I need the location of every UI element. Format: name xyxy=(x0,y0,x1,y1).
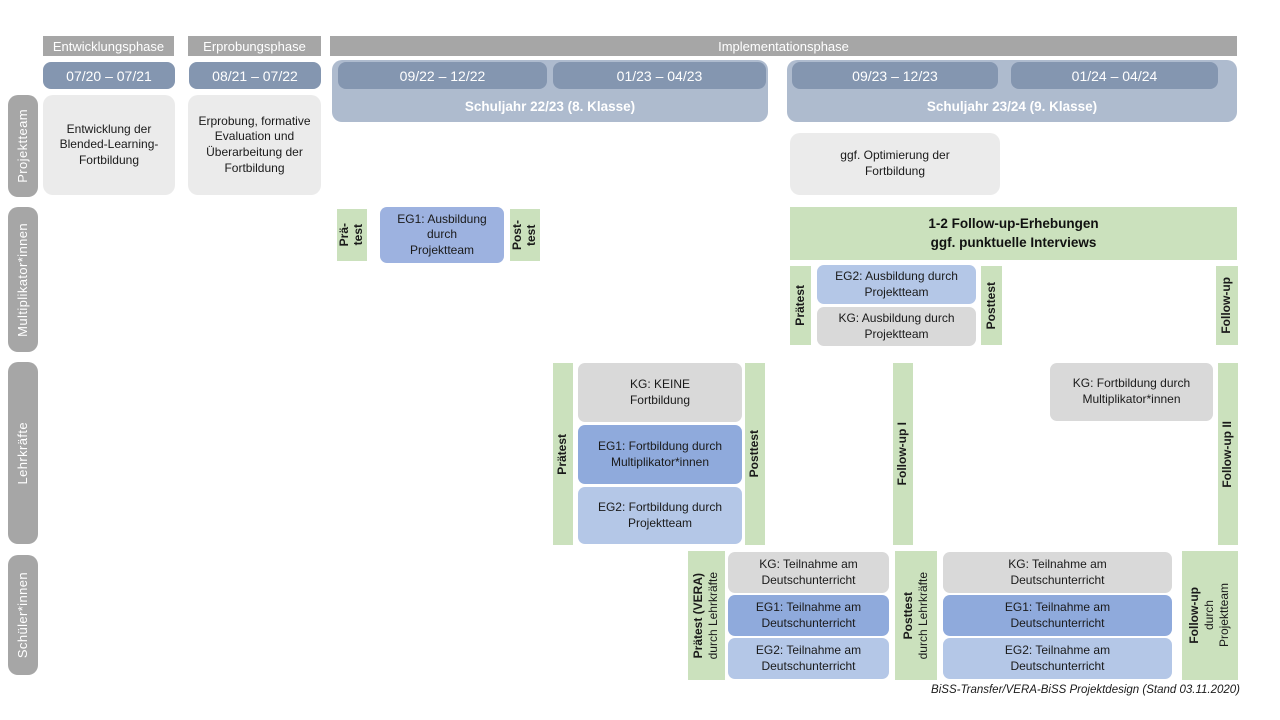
box-kg-teilnahme-sj1: KG: Teilnahme am Deutschunterricht xyxy=(728,552,889,593)
posttest-schueler-sub: durch Lehrkräfte xyxy=(915,571,930,660)
date-bar-0821-0722: 08/21 – 07/22 xyxy=(189,62,321,89)
followup-bar-multiplikatoren: Follow-up xyxy=(1216,266,1238,345)
praetest-vera-sub: durch Lehrkräfte xyxy=(706,571,720,660)
posttest-bar-multiplikatoren-sj1-text: Post- test xyxy=(510,220,538,250)
box-kg-teilnahme-sj2: KG: Teilnahme am Deutschunterricht xyxy=(943,552,1172,593)
phase-header-implementation: Implementationsphase xyxy=(330,36,1237,56)
row-label-schueler-text: Schüler*innen xyxy=(14,571,30,659)
praetest-vera-bar-schueler: Prätest (VERA) durch Lehrkräfte xyxy=(688,551,725,680)
box-kg-fortbildung-multiplikatoren: KG: Fortbildung durch Multiplikator*inne… xyxy=(1050,363,1213,421)
followup2-bar-lehrkraefte: Follow-up II xyxy=(1218,363,1238,545)
date-bar-0123-0423: 01/23 – 04/23 xyxy=(553,62,766,89)
row-label-multiplikatoren-text: Multiplikator*innen xyxy=(14,222,30,337)
posttest-bar-multiplikatoren-sj2-text: Posttest xyxy=(983,281,998,330)
box-eg2-teilnahme-sj1: EG2: Teilnahme am Deutschunterricht xyxy=(728,638,889,679)
posttest-schueler-title: Posttest xyxy=(900,591,915,640)
row-label-lehrkraefte-text: Lehrkräfte xyxy=(14,421,30,485)
followup-bar-multiplikatoren-text: Follow-up xyxy=(1219,277,1234,334)
footer-caption: BiSS-Transfer/VERA-BiSS Projektdesign (S… xyxy=(931,684,1240,696)
box-optimierung-fortbildung: ggf. Optimierung der Fortbildung xyxy=(790,133,1000,195)
date-bar-0923-1223: 09/23 – 12/23 xyxy=(792,62,998,89)
followup-schueler-title: Follow-up xyxy=(1187,587,1202,644)
posttest-bar-schueler: Posttest durch Lehrkräfte xyxy=(895,551,937,680)
followup-schueler-sub1: durch xyxy=(1202,600,1217,631)
box-eg2-fortbildung-projektteam: EG2: Fortbildung durch Projektteam xyxy=(578,487,742,544)
box-eg2-ausbildung-projektteam: EG2: Ausbildung durch Projektteam xyxy=(817,265,976,304)
followup-bar-schueler: Follow-up durch Projektteam xyxy=(1182,551,1238,680)
box-eg1-ausbildung-projektteam: EG1: Ausbildung durch Projektteam xyxy=(380,207,504,263)
row-label-schueler: Schüler*innen xyxy=(8,555,38,675)
schuljahr-label-22-23: Schuljahr 22/23 (8. Klasse) xyxy=(464,98,636,114)
phase-header-erprobung: Erprobungsphase xyxy=(188,36,321,56)
box-eg2-teilnahme-sj2: EG2: Teilnahme am Deutschunterricht xyxy=(943,638,1172,679)
followup1-bar-lehrkraefte: Follow-up I xyxy=(893,363,913,545)
praetest-vera-title: Prätest (VERA) xyxy=(691,572,706,659)
praetest-bar-multiplikatoren-sj1-text: Prä- test xyxy=(337,223,365,247)
row-label-multiplikatoren: Multiplikator*innen xyxy=(8,207,38,352)
posttest-bar-lehrkraefte-text: Posttest xyxy=(747,430,762,478)
followup-schueler-sub2: Projektteam xyxy=(1216,583,1231,648)
date-bar-0922-1222: 09/22 – 12/22 xyxy=(338,62,547,89)
followup1-bar-lehrkraefte-text: Follow-up I xyxy=(895,422,910,486)
date-bar-0720-0721: 07/20 – 07/21 xyxy=(43,62,175,89)
row-label-lehrkraefte: Lehrkräfte xyxy=(8,362,38,544)
praetest-bar-lehrkraefte-text: Prätest xyxy=(555,433,570,475)
phase-header-entwicklung: Entwicklungsphase xyxy=(43,36,174,56)
posttest-bar-lehrkraefte: Posttest xyxy=(745,363,765,545)
date-bar-0124-0424: 01/24 – 04/24 xyxy=(1011,62,1218,89)
box-kg-ausbildung-projektteam: KG: Ausbildung durch Projektteam xyxy=(817,307,976,346)
row-label-projektteam: Projektteam xyxy=(8,95,38,197)
followup-erhebungen-banner: 1-2 Follow-up-Erhebungen ggf. punktuelle… xyxy=(790,207,1237,260)
box-erprobung-evaluation: Erprobung, formative Evaluation und Über… xyxy=(188,95,321,195)
posttest-bar-multiplikatoren-sj2: Posttest xyxy=(981,266,1002,345)
praetest-bar-lehrkraefte: Prätest xyxy=(553,363,573,545)
box-eg1-teilnahme-sj1: EG1: Teilnahme am Deutschunterricht xyxy=(728,595,889,636)
praetest-bar-multiplikatoren-sj1: Prä- test xyxy=(337,209,367,261)
followup2-bar-lehrkraefte-text: Follow-up II xyxy=(1220,420,1235,488)
praetest-bar-multiplikatoren-sj2-text: Prätest xyxy=(792,285,807,326)
schuljahr-label-23-24: Schuljahr 23/24 (9. Klasse) xyxy=(926,98,1098,114)
row-label-projektteam-text: Projektteam xyxy=(14,109,30,183)
box-kg-keine-fortbildung: KG: KEINE Fortbildung xyxy=(578,363,742,422)
posttest-bar-multiplikatoren-sj1: Post- test xyxy=(510,209,540,261)
praetest-bar-multiplikatoren-sj2: Prätest xyxy=(790,266,811,345)
box-eg1-fortbildung-multiplikatoren: EG1: Fortbildung durch Multiplikator*inn… xyxy=(578,425,742,484)
box-eg1-teilnahme-sj2: EG1: Teilnahme am Deutschunterricht xyxy=(943,595,1172,636)
box-entwicklung-fortbildung: Entwicklung der Blended-Learning-Fortbil… xyxy=(43,95,175,195)
